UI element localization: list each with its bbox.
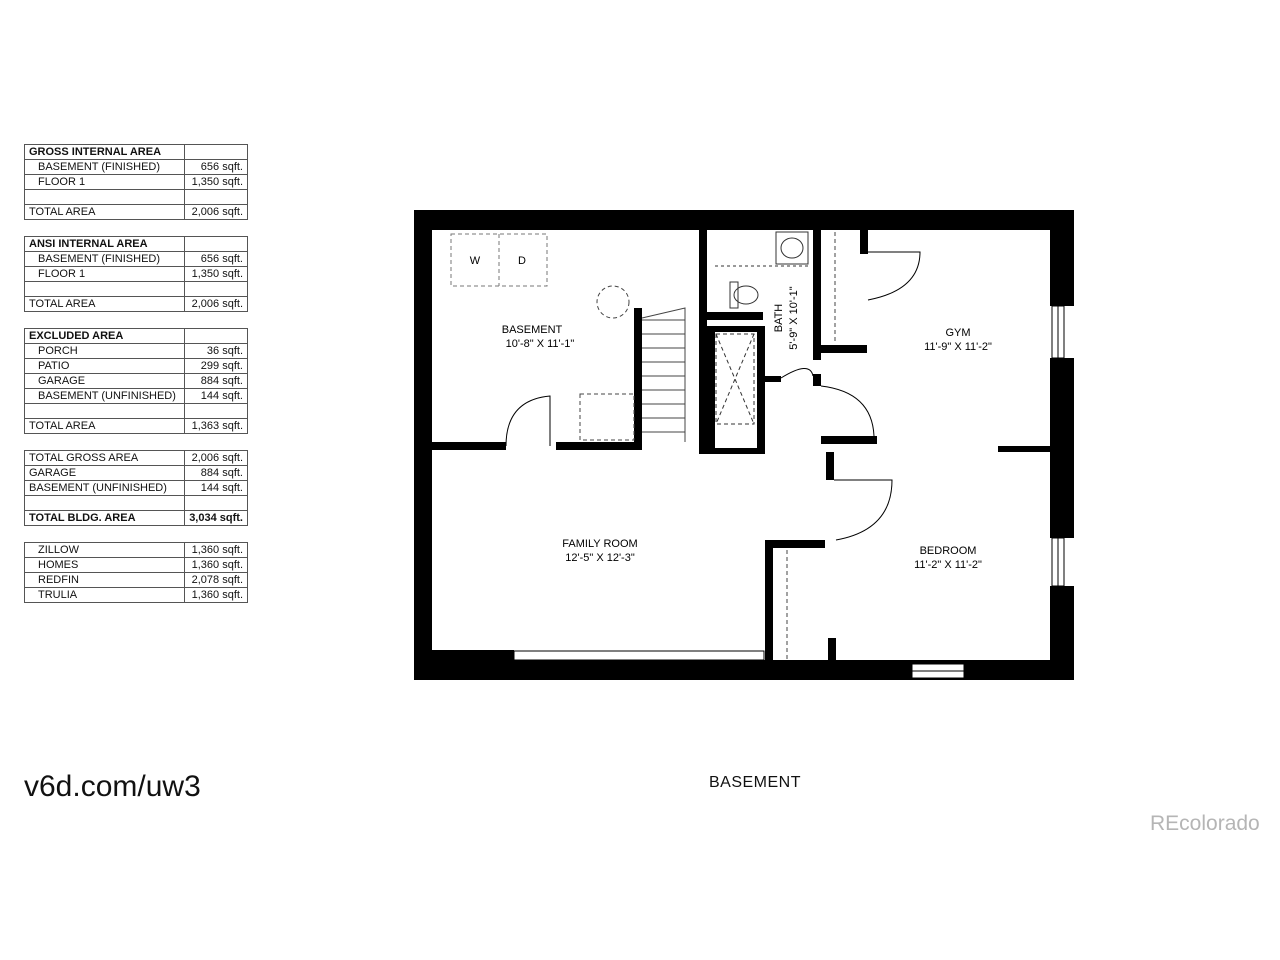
windows [513,305,1065,679]
total-label: TOTAL AREA [24,418,185,434]
room-bath-dims: 5'-9" X 10'-1" [788,286,800,349]
watermark: REcolorado [1150,812,1260,835]
table-row-label: TRULIA [24,587,185,603]
table-row-value: 144 sqft. [184,388,248,404]
washer-dryer: W D [450,233,548,287]
room-basement-name: BASEMENT [502,324,563,336]
total-value: 1,363 sqft. [184,418,248,434]
gross-internal-area-table: GROSS INTERNAL AREA BASEMENT (FINISHED)6… [24,144,248,220]
table-row-value: 1,360 sqft. [184,587,248,603]
total-value: 2,006 sqft. [184,204,248,220]
room-gym-name: GYM [945,327,970,339]
dryer-label: D [518,255,526,267]
table-row-value: 299 sqft. [184,358,248,374]
washer-label: W [470,255,481,267]
ansi-internal-area-table: ANSI INTERNAL AREA BASEMENT (FINISHED)65… [24,236,248,312]
tour-link[interactable]: v6d.com/uw3 [24,770,201,803]
area-tables: GROSS INTERNAL AREA BASEMENT (FINISHED)6… [24,144,248,619]
table-row-value: 1,360 sqft. [184,557,248,573]
bath-fixtures [715,231,810,425]
room-basement-dims: 10'-8" X 11'-1" [506,338,575,350]
closet-lines [579,232,836,660]
table-header: ANSI INTERNAL AREA [24,236,185,252]
stairs [641,307,686,442]
room-gym-dims: 11'-9" X 11'-2" [924,341,992,353]
total-value: 2,006 sqft. [184,296,248,312]
table-row-value: 2,006 sqft. [184,450,248,466]
table-row-value: 36 sqft. [184,343,248,359]
table-row-label: BASEMENT (FINISHED) [24,251,185,267]
outer-walls [414,210,1074,680]
total-label: TOTAL AREA [24,204,185,220]
floor-label: BASEMENT [708,774,801,791]
total-label: TOTAL BLDG. AREA [24,510,185,526]
door-swings [505,251,921,541]
interior-walls [432,228,1050,664]
table-row-label: TOTAL GROSS AREA [24,450,185,466]
total-value: 3,034 sqft. [184,510,248,526]
table-row-value: 1,350 sqft. [184,174,248,190]
room-labels: BASEMENT 10'-8" X 11'-1" GYM 11'-9" X 11… [502,286,992,571]
room-bedroom-name: BEDROOM [920,545,977,557]
room-bedroom-dims: 11'-2" X 11'-2" [914,559,982,571]
room-family-dims: 12'-5" X 12'-3" [565,552,635,564]
room-family-name: FAMILY ROOM [562,538,637,550]
table-row-value: 656 sqft. [184,251,248,267]
room-bath-name: BATH [773,304,785,333]
